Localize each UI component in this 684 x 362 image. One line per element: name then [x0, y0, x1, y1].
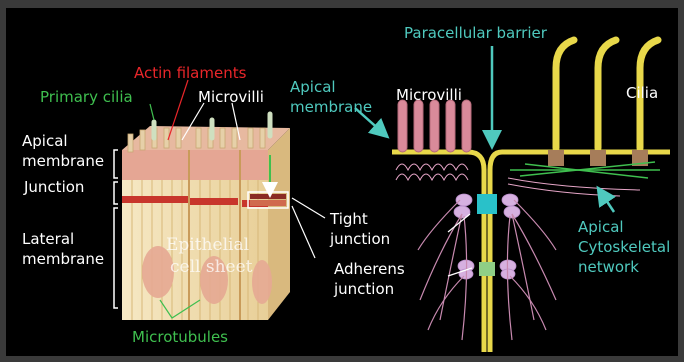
membrane-brackets [114, 150, 118, 308]
label-apical-cytoskeletal-2: Cytoskeletal [578, 238, 670, 256]
label-adherens-junction-2: junction [333, 280, 394, 298]
label-tight-junction-2: junction [329, 230, 390, 248]
label-apical-cytoskeletal-1: Apical [578, 218, 624, 236]
tight-junction-marker [477, 194, 497, 214]
apical-region [122, 150, 268, 180]
label-lateral-membrane-1: Lateral [22, 230, 74, 248]
cell-sheet-illustration [122, 114, 290, 320]
label-epithelial-2: cell sheet [170, 257, 253, 277]
label-paracellular-barrier: Paracellular barrier [404, 24, 548, 42]
label-tight-junction-1: Tight [329, 210, 368, 228]
label-actin-filaments: Actin filaments [134, 64, 247, 82]
label-primary-cilia: Primary cilia [40, 88, 133, 106]
label-apical-membrane-right-2: membrane [290, 98, 372, 116]
label-apical-membrane-right-1: Apical [290, 78, 336, 96]
label-apical-cytoskeletal-3: network [578, 258, 639, 276]
label-microtubules: Microtubules [132, 328, 228, 346]
label-microvilli-left: Microvilli [198, 88, 264, 106]
label-epithelial-1: Epithelial [166, 235, 249, 255]
label-microvilli-right: Microvilli [396, 86, 462, 104]
label-apical-membrane-left-2: membrane [22, 152, 104, 170]
label-junction: Junction [23, 178, 84, 196]
label-adherens-junction-1: Adherens [334, 260, 405, 278]
label-lateral-membrane-2: membrane [22, 250, 104, 268]
adherens-junction-marker [479, 262, 495, 276]
label-cilia: Cilia [626, 84, 658, 102]
label-apical-membrane-left-1: Apical [22, 132, 68, 150]
cell-sheet-side-face [268, 128, 290, 320]
